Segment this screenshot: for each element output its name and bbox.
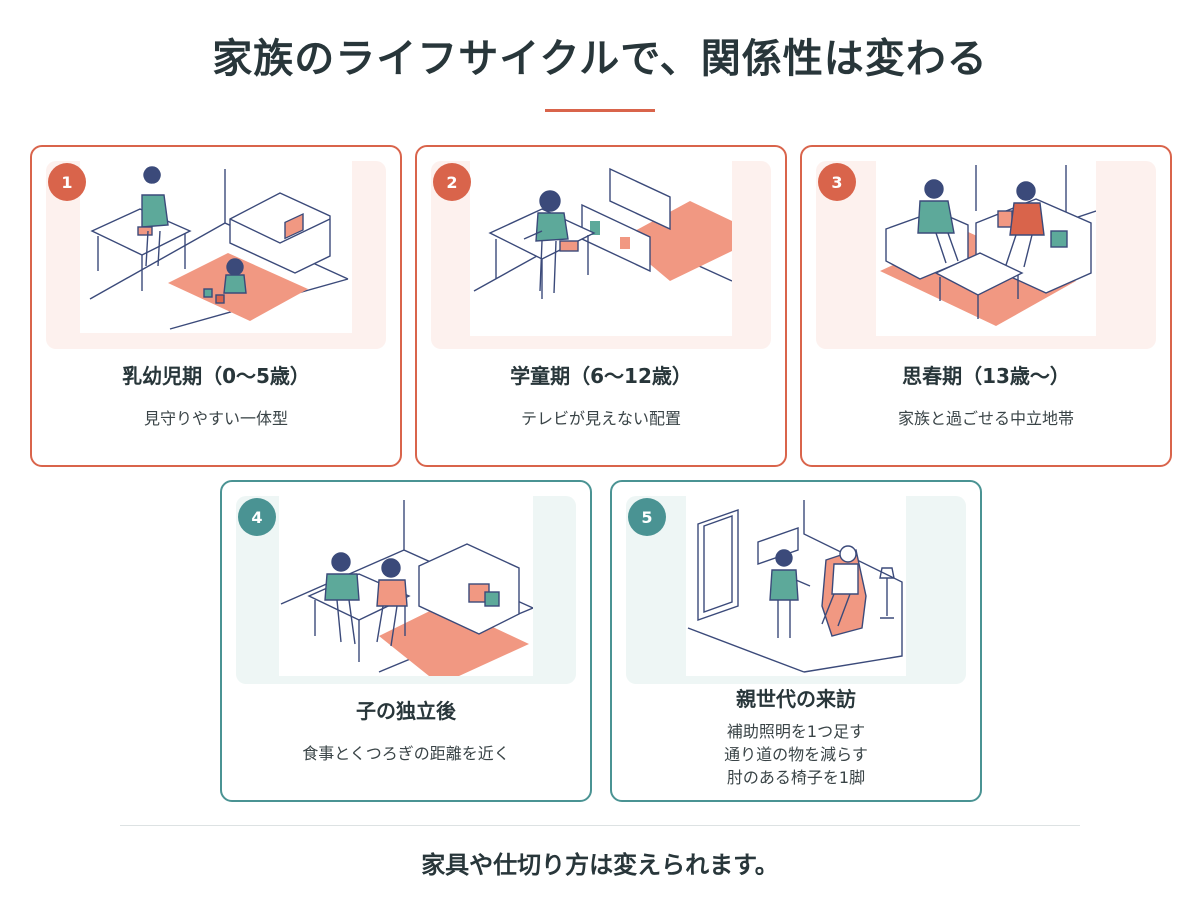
stage-description-line: 補助照明を1つ足す	[726, 722, 866, 741]
stage-description-line: 家族と過ごせる中立地帯	[897, 409, 1074, 428]
stage-description-line: テレビが見えない配置	[520, 409, 681, 428]
title-underline	[545, 109, 655, 112]
stage-title: 学童期（6〜12歳）	[510, 364, 692, 388]
elder-visit-illustration	[626, 496, 966, 684]
stage-title: 思春期（13歳〜）	[902, 364, 1070, 388]
stage-card-parents-visit: 5 親世代の来訪 補助照明を1つ足す 通り道の物を減らす 肘のある椅子を1脚	[610, 480, 982, 802]
stage-card-adolescence: 3 思春期（13歳〜） 家族と過ごせる中立地帯	[800, 145, 1172, 467]
stage-card-empty-nest: 4 子の独立後 食事とくつろぎの距離を近く	[220, 480, 592, 802]
stage-number-badge: 2	[433, 163, 471, 201]
stage-number-badge: 4	[238, 498, 276, 536]
stage-description-line: 食事とくつろぎの距離を近く	[302, 744, 510, 763]
stage-title: 子の独立後	[356, 699, 456, 723]
stage-title: 親世代の来訪	[736, 687, 856, 711]
teen-sofa-illustration	[816, 161, 1156, 349]
stage-description-line: 通り道の物を減らす	[724, 745, 868, 764]
stage-number-badge: 3	[818, 163, 856, 201]
stage-card-infant: 1 乳幼児期（0〜5歳） 見守りやすい一体型	[30, 145, 402, 467]
stage-number-badge: 5	[628, 498, 666, 536]
footer-message: 家具や仕切り方は変えられます。	[421, 851, 779, 879]
page-title: 家族のライフサイクルで、関係性は変わる	[212, 36, 988, 82]
stage-description-line: 肘のある椅子を1脚	[726, 768, 866, 787]
footer-divider	[120, 825, 1080, 826]
stage-number-badge: 1	[48, 163, 86, 201]
stage-card-school-age: 2 学童期（6〜12歳） テレビが見えない配置	[415, 145, 787, 467]
infant-playroom-illustration	[46, 161, 386, 349]
couple-dining-illustration	[236, 496, 576, 684]
study-desk-illustration	[431, 161, 771, 349]
stage-title: 乳幼児期（0〜5歳）	[122, 364, 310, 388]
stage-description-line: 見守りやすい一体型	[143, 409, 288, 428]
